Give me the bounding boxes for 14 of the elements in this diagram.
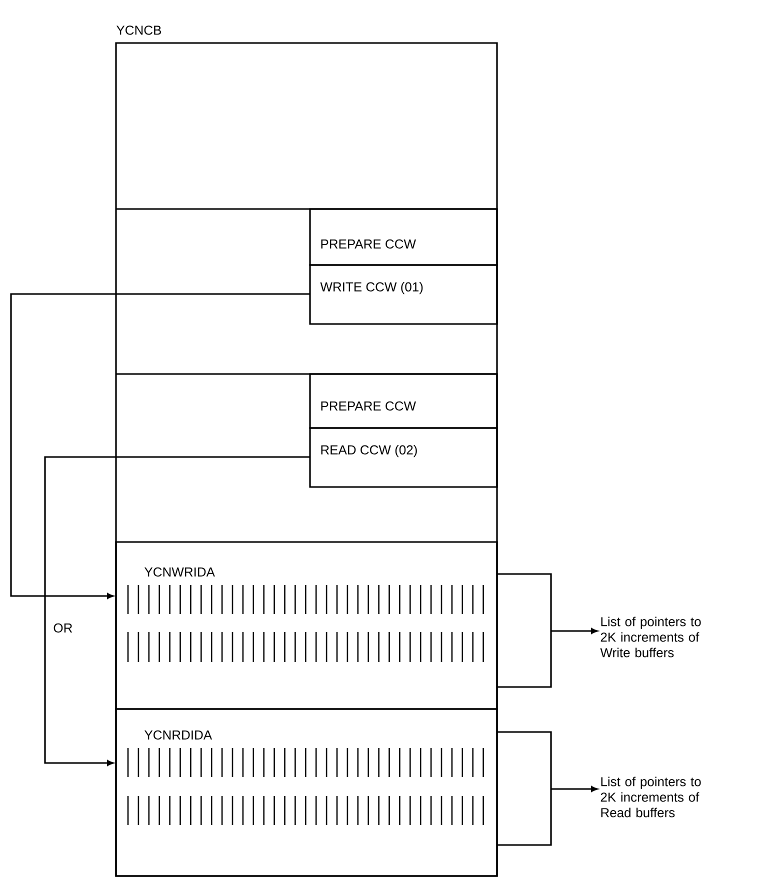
connector-arrow [44,456,310,766]
note-label: OR [54,623,72,633]
field-name: YCNRDIDA [144,730,212,740]
description-text: List of pointers to 2K increments of Read buffers [600,776,701,818]
field-name: YCNWRIDA [144,567,215,577]
description-text: List of pointers to 2K increments of Write buffers [600,616,701,658]
connector-arrow [10,293,310,599]
field-name: READ CCW (02) [321,444,417,458]
bracket-arrow [496,731,598,846]
field-name: WRITE CCW (01) [320,282,423,294]
structure-name: YCNCB [116,26,162,35]
field-name: PREPARE CCW [321,401,416,411]
field-name: PREPARE CCW [321,239,416,249]
bracket-arrow [496,573,598,688]
